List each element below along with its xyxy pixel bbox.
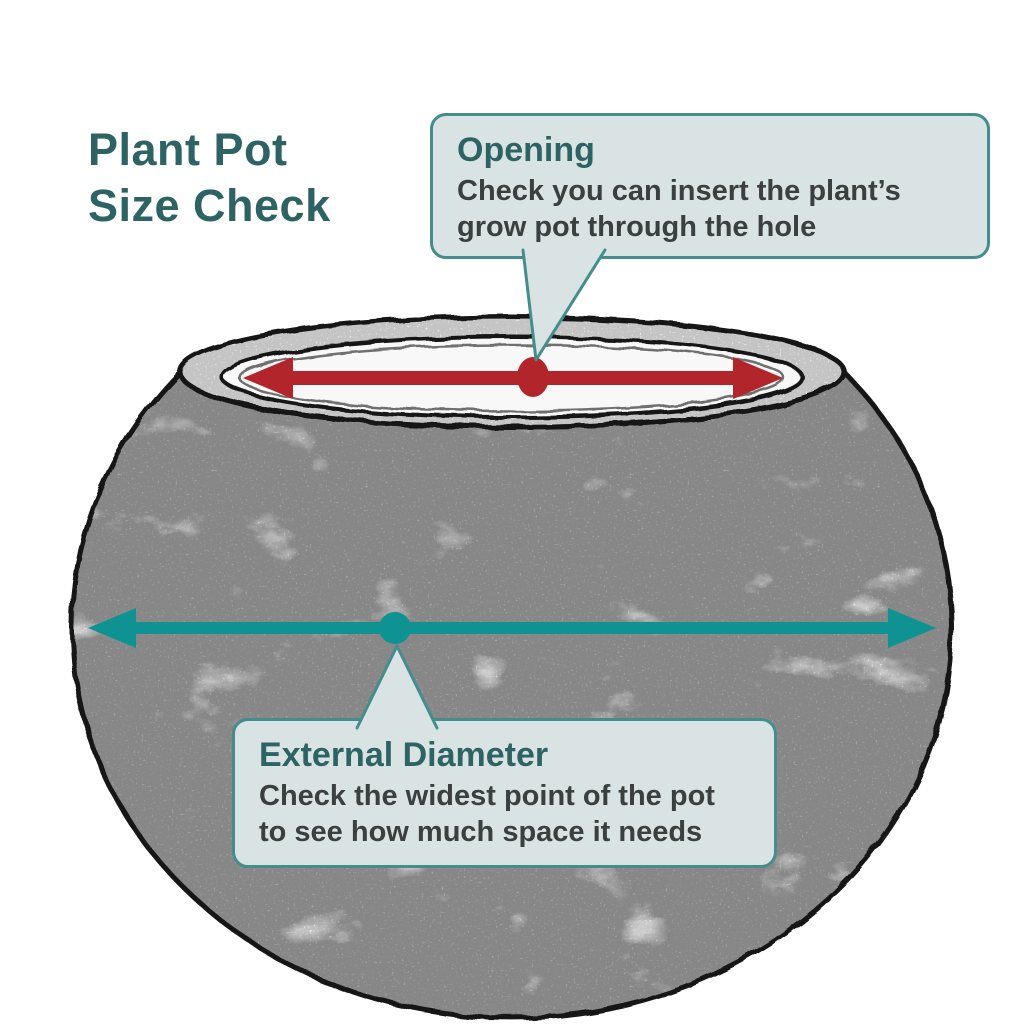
opening-callout-tail bbox=[521, 248, 607, 362]
pot-body-grain bbox=[71, 372, 952, 1018]
opening-arrow bbox=[243, 357, 783, 399]
external-diameter-callout: External Diameter Check the widest point… bbox=[232, 718, 777, 868]
opening-callout-body-line2: grow pot through the hole bbox=[457, 211, 817, 243]
diameter-arrow bbox=[88, 608, 936, 648]
opening-measure bbox=[243, 357, 783, 399]
pot-outlines bbox=[69, 314, 955, 1021]
page-title: Plant Pot Size Check bbox=[88, 122, 331, 234]
pot-body bbox=[71, 372, 952, 1018]
external-diameter-callout-title: External Diameter bbox=[259, 736, 549, 774]
external-diameter-callout-body-line1: Check the widest point of the pot bbox=[259, 780, 715, 812]
page-title-line1: Plant Pot bbox=[88, 124, 288, 175]
opening-center-dot bbox=[517, 357, 549, 397]
external-diameter-callout-body-line2: to see how much space it needs bbox=[259, 816, 703, 848]
opening-callout-title: Opening bbox=[457, 131, 595, 169]
opening-callout: Opening Check you can insert the plant’s… bbox=[430, 113, 990, 259]
opening-callout-body-line1: Check you can insert the plant’s bbox=[457, 175, 901, 207]
diameter-center-dot bbox=[379, 612, 411, 644]
external-diameter-measure bbox=[88, 608, 936, 648]
external-callout-tail bbox=[355, 644, 439, 730]
page-title-line2: Size Check bbox=[88, 180, 331, 231]
